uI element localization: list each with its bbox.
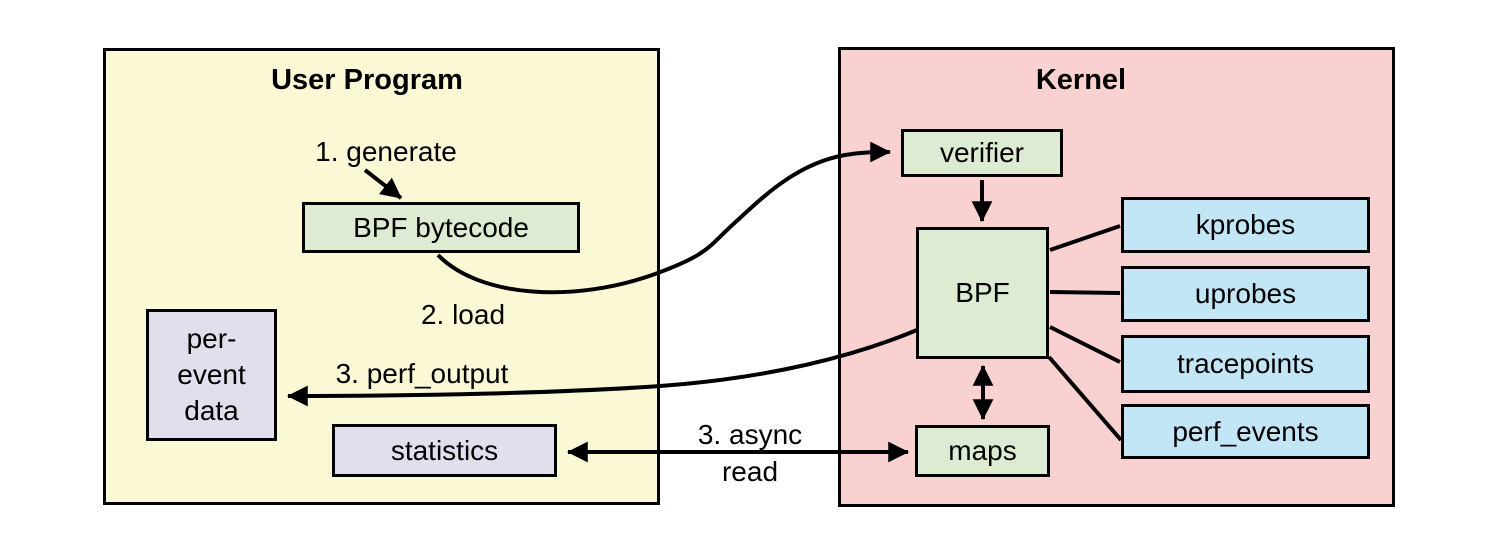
generate-label: 1. generate [315, 136, 457, 167]
tracepoints-box: tracepoints [1121, 335, 1370, 393]
verifier-box: verifier [901, 129, 1063, 177]
perf-events-box: perf_events [1121, 404, 1370, 459]
bpf-bytecode-box: BPF bytecode [302, 202, 580, 253]
per-event-data-box: per- event data [146, 309, 277, 441]
maps-box: maps [915, 425, 1050, 477]
async-read-label: 3. async read [697, 419, 803, 487]
kernel-title: Kernel [1035, 64, 1127, 96]
user-program-title: User Program [271, 64, 463, 96]
uprobes-box: uprobes [1121, 266, 1370, 322]
perf-output-label: 3. perf_output [335, 358, 509, 389]
kprobes-box: kprobes [1121, 197, 1370, 253]
load-label: 2. load [420, 299, 506, 330]
statistics-box: statistics [332, 424, 557, 477]
bpf-box: BPF [916, 227, 1049, 359]
